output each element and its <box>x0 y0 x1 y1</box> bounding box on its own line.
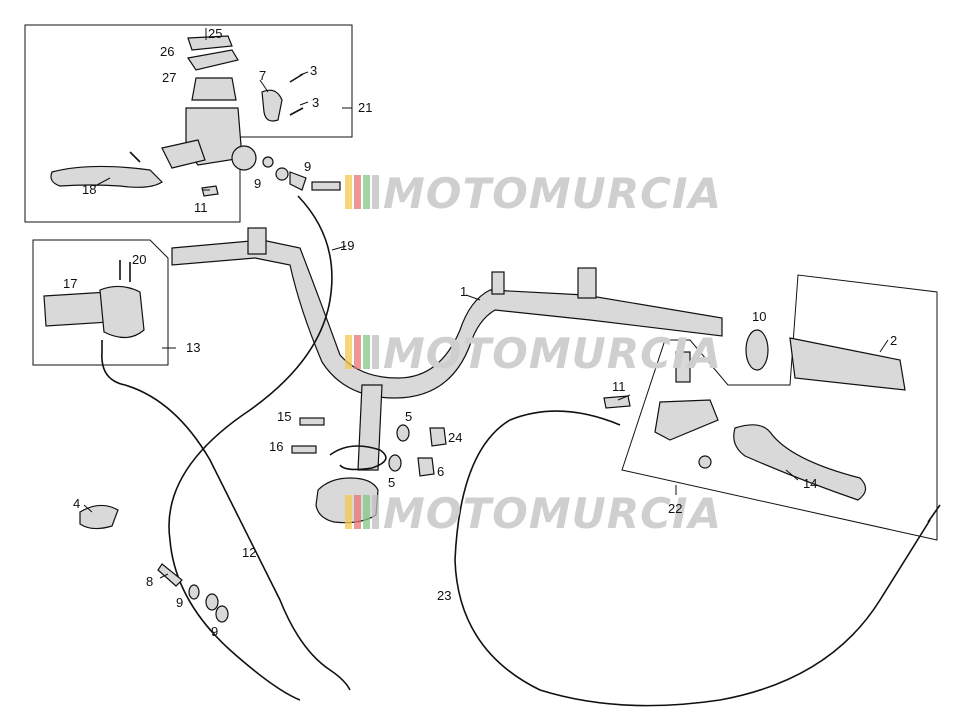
label-part-12: 12 <box>242 545 256 560</box>
watermark: MOTOMURCIA MOTOMURCIA MOTOMURCIA <box>345 169 722 538</box>
label-part-8: 8 <box>146 574 153 589</box>
cable-end-23 <box>927 504 941 523</box>
label-part-24: 24 <box>448 430 462 445</box>
handlebar <box>171 227 723 524</box>
clutch-cable-23 <box>454 410 931 707</box>
label-part-6: 6 <box>437 464 444 479</box>
watermark-bar <box>363 175 370 209</box>
label-part-10: 10 <box>752 309 766 324</box>
label-part-26: 26 <box>160 44 174 59</box>
watermark-bar <box>372 495 379 529</box>
label-part-27: 27 <box>162 70 176 85</box>
watermark-bar <box>372 335 379 369</box>
label-part-23: 23 <box>437 588 451 603</box>
master-cylinder <box>50 28 304 197</box>
label-part-3b: 3 <box>312 95 319 110</box>
label-part-15: 15 <box>277 409 291 424</box>
throttle-group-box <box>32 239 169 366</box>
banjo-fittings <box>275 167 341 191</box>
label-part-18: 18 <box>82 182 96 197</box>
label-part-7: 7 <box>259 68 266 83</box>
watermark-bar <box>372 175 379 209</box>
label-part-20: 20 <box>132 252 146 267</box>
watermark-bar <box>354 175 361 209</box>
label-part-9c: 9 <box>176 595 183 610</box>
watermark-bar <box>363 495 370 529</box>
label-part-9b: 9 <box>304 159 311 174</box>
watermark-bar <box>345 335 352 369</box>
small-hardware <box>79 417 447 623</box>
watermark-bar <box>363 335 370 369</box>
label-part-11a: 11 <box>194 200 208 215</box>
brake-hose-19 <box>168 195 333 701</box>
watermark-bar <box>345 495 352 529</box>
watermark-text: MOTOMURCIA <box>383 169 722 218</box>
label-part-4: 4 <box>73 496 80 511</box>
label-part-21: 21 <box>358 100 372 115</box>
label-part-1: 1 <box>460 284 467 299</box>
label-part-5a: 5 <box>405 409 412 424</box>
label-part-22: 22 <box>668 501 682 516</box>
watermark-bar <box>354 495 361 529</box>
label-part-5b: 5 <box>388 475 395 490</box>
label-part-14: 14 <box>803 476 817 491</box>
throttle-cable-12 <box>101 351 351 691</box>
label-part-3a: 3 <box>310 63 317 78</box>
watermark-text: MOTOMURCIA <box>383 329 722 378</box>
label-part-11b: 11 <box>612 379 626 394</box>
label-part-13: 13 <box>186 340 200 355</box>
watermark-bar <box>345 175 352 209</box>
watermark-bar <box>354 335 361 369</box>
label-part-2: 2 <box>890 333 897 348</box>
watermark-text: MOTOMURCIA <box>383 489 722 538</box>
leader-lines <box>83 71 889 579</box>
throttle-assembly <box>43 260 145 352</box>
label-part-17: 17 <box>63 276 77 291</box>
label-part-25: 25 <box>208 26 222 41</box>
label-part-16: 16 <box>269 439 283 454</box>
label-part-19: 19 <box>340 238 354 253</box>
label-part-9d: 9 <box>211 624 218 639</box>
lever-assembly <box>603 329 906 501</box>
part-labels: 1 2 3 3 4 5 5 6 7 8 9 9 9 9 10 11 11 12 … <box>63 26 897 639</box>
lever-group-box <box>621 274 938 541</box>
label-part-9a: 9 <box>254 176 261 191</box>
